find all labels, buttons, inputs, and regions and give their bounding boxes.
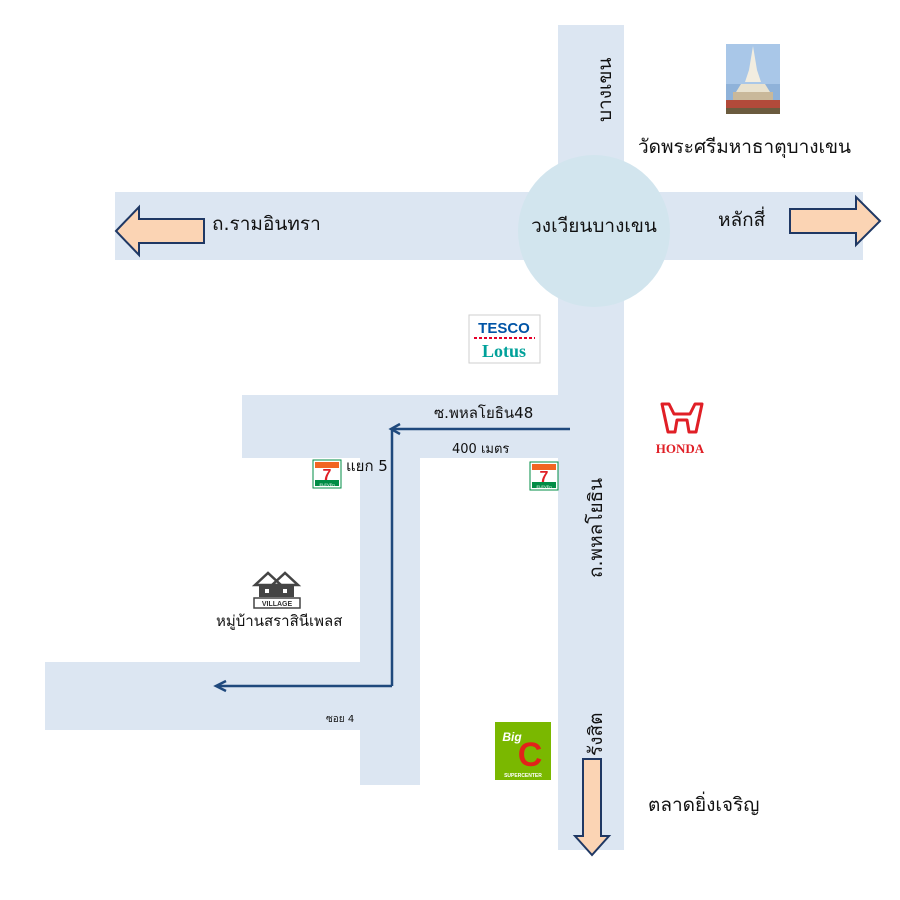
tesco-logo-bottom: Lotus <box>482 341 526 361</box>
market-label: ตลาดยิ่งเจริญ <box>648 791 759 816</box>
village-sign-text: VILLAGE <box>262 601 293 608</box>
roads <box>45 25 863 850</box>
arrow-down <box>572 758 612 857</box>
big-c-logo: Big C SUPERCENTER <box>495 722 551 780</box>
seven-eleven-word: ELEVEn <box>536 484 551 489</box>
big-c-bottom: SUPERCENTER <box>504 773 542 779</box>
honda-logo-text: HONDA <box>656 441 705 456</box>
seven-eleven-word: ELEVEn <box>319 482 334 487</box>
seven-eleven-digit: 7 <box>323 467 332 484</box>
route-line <box>213 422 570 693</box>
village-label: หมู่บ้านสราสินีเพลส <box>216 612 342 630</box>
honda-logo: HONDA <box>656 402 705 456</box>
arrow-right <box>789 194 882 248</box>
big-c-letter: C <box>518 736 543 774</box>
road-soi-4 <box>45 662 420 730</box>
roundabout-label: วงเวียนบางเขน <box>531 215 657 237</box>
seven-eleven-digit: 7 <box>540 469 549 486</box>
village-house-icon: VILLAGE <box>251 571 302 609</box>
distance-label: 400 เมตร <box>452 442 509 457</box>
arrow-left <box>114 204 205 258</box>
big-c-top: Big <box>502 730 522 744</box>
road-label-phahonyothin: ถ.พหลโยธิน <box>584 478 607 578</box>
alley-label: ซอย 4 <box>326 714 354 725</box>
road-soi-vertical <box>360 430 420 785</box>
seven-eleven-logo-main-road: 7 ELEVEn <box>529 461 559 491</box>
road-east-west <box>115 192 863 260</box>
road-label-ram-inthra: ถ.รามอินทรา <box>212 213 321 235</box>
temple-label: วัดพระศรีมหาธาตุบางเขน <box>638 136 851 159</box>
tesco-logo-top: TESCO <box>478 320 530 337</box>
junction-label: แยก 5 <box>346 457 388 475</box>
road-label-rangsit: รังสิต <box>585 713 607 756</box>
tesco-lotus-logo: TESCO Lotus <box>468 314 541 364</box>
road-label-bangkhen: บางเขน <box>594 58 616 122</box>
roundabout <box>518 155 670 307</box>
seven-eleven-logo-junction: 7 ELEVEn <box>312 459 342 489</box>
road-label-soi-48: ซ.พหลโยธิน48 <box>434 404 533 422</box>
road-label-lak-si: หลักสี่ <box>718 206 766 231</box>
temple-photo-icon <box>726 44 780 114</box>
road-soi-48 <box>242 395 624 458</box>
